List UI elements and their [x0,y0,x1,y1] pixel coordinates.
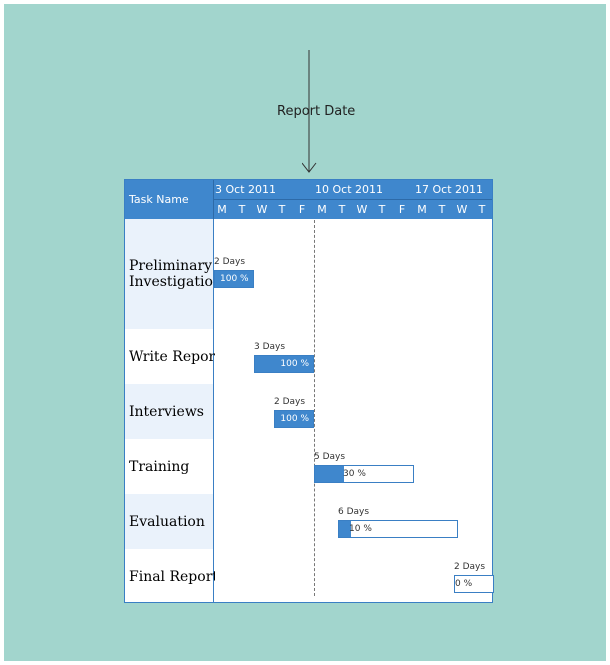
week-label: 3 Oct 2011 [215,183,277,196]
week-label: 17 Oct 2011 [415,183,484,196]
task-name: Final Report [129,568,215,585]
day-label: F [398,203,406,216]
day-label: F [298,203,306,216]
task-bar: 100 % [274,410,314,428]
task-duration: 2 Days [274,397,306,407]
day-label: W [356,203,368,216]
task-progress-label: 100 % [220,274,249,284]
day-label: T [478,203,486,216]
task-name: Training [129,458,190,475]
task-name: Preliminary Investigation [129,258,213,290]
task-progress-label: 10 % [349,524,372,534]
diagram-canvas: Report Date Task Name 3 Oct 2011 10 Oct 2… [4,4,606,661]
day-label: M [217,203,227,216]
day-label: T [278,203,286,216]
task-bar: 0 % [454,575,494,593]
task-bar: 100 % [254,355,314,373]
task-duration: 2 Days [214,257,246,267]
header-row-divider [214,199,492,200]
day-label: T [338,203,346,216]
header-divider [213,180,214,219]
task-name: Write Report [129,348,215,365]
day-label: M [417,203,427,216]
task-duration: 2 Days [454,562,486,572]
day-label: T [238,203,246,216]
gantt-header: Task Name 3 Oct 2011 10 Oct 2011 17 Oct 20… [125,180,492,219]
task-progress-fill [255,356,313,372]
task-progress-label: 100 % [280,414,309,424]
task-progress-label: 100 % [280,359,309,369]
day-label: W [256,203,268,216]
task-duration: 3 Days [254,342,286,352]
task-name: Evaluation [129,513,205,530]
task-progress-label: 30 % [343,469,366,479]
task-name: Interviews [129,403,204,420]
task-row-background [125,384,213,439]
task-progress-fill [315,466,345,482]
task-progress-fill [339,521,351,537]
day-label: W [456,203,468,216]
day-label: T [438,203,446,216]
task-progress-label: 0 % [455,579,473,589]
task-duration: 5 Days [314,452,346,462]
task-row-background [125,219,213,329]
report-date-line [314,220,315,596]
report-date-label: Report Date [277,104,356,119]
report-date-arrow [302,50,317,173]
task-bar: 10 % [338,520,458,538]
week-label: 10 Oct 2011 [315,183,384,196]
day-label: T [378,203,386,216]
task-bar: 30 % [314,465,414,483]
task-duration: 6 Days [338,507,370,517]
task-name-header: Task Name [129,193,189,206]
day-label: M [317,203,327,216]
task-bar: 100 % [214,270,254,288]
task-progress-fill [215,271,253,287]
name-column-divider [213,219,214,603]
gantt-chart: Task Name 3 Oct 2011 10 Oct 2011 17 Oct 20… [124,179,494,603]
task-row-background [125,494,213,549]
task-progress-fill [275,411,313,427]
